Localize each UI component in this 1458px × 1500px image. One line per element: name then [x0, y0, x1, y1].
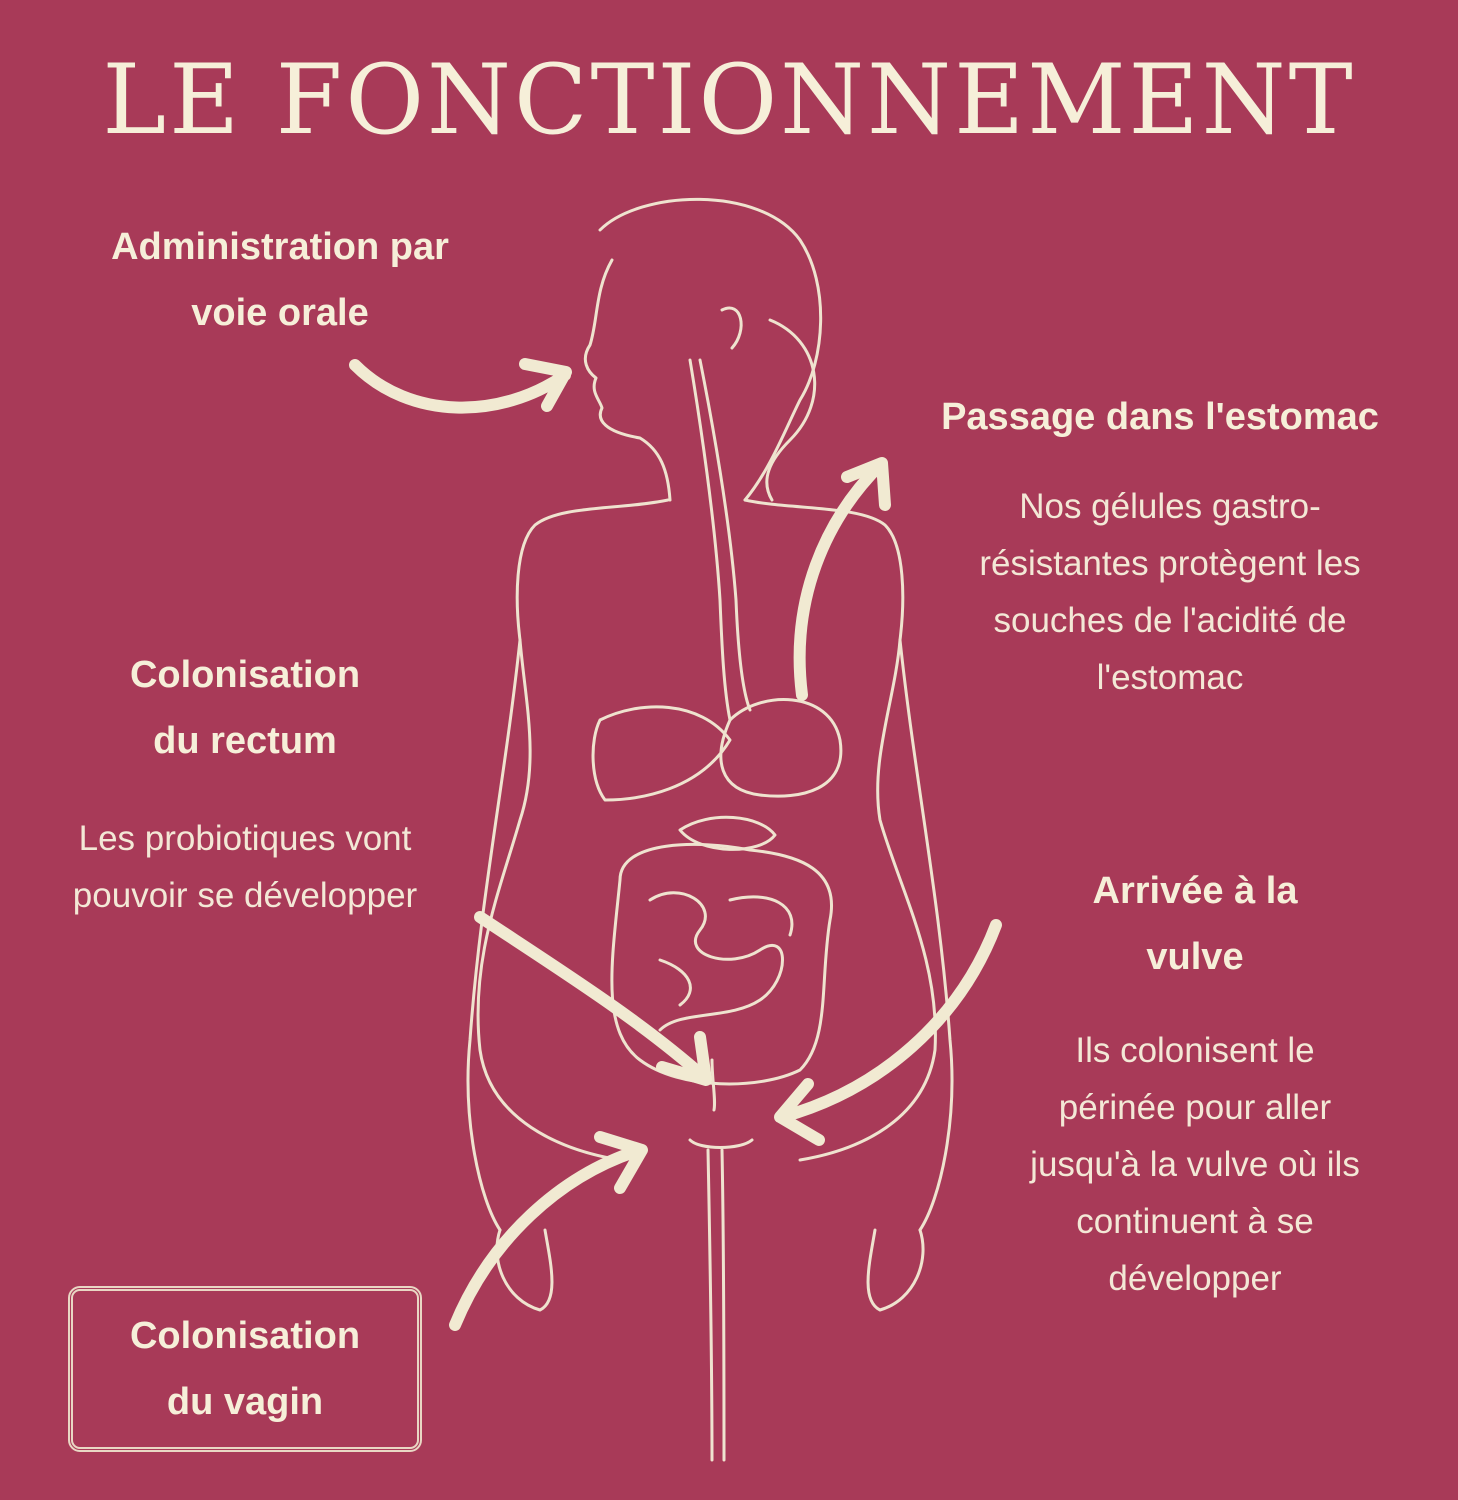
small-intestine — [648, 891, 794, 1032]
neck-shoulder-left — [515, 498, 670, 642]
neck-shoulder-right — [743, 498, 905, 642]
large-intestine — [610, 842, 833, 1086]
arrow-stomach-icon — [793, 457, 891, 701]
face-profile — [583, 258, 672, 502]
step-vagina-box: Colonisation du vagin — [68, 1286, 422, 1452]
step-oral-heading: Administration par voie orale — [111, 226, 449, 334]
arm-right — [898, 638, 954, 1232]
step-rectum-heading: Colonisation du rectum — [129, 654, 361, 762]
step-stomach-text: Nos gélules gastro- résistantes protègen… — [979, 487, 1361, 697]
hair-bun — [765, 318, 817, 502]
step-rectum-text: Les probiotiques vont pouvoir se dévelop… — [72, 819, 418, 915]
leg-inner-left — [706, 1148, 714, 1462]
torso-right — [798, 638, 937, 1162]
step-vagina-heading: Colonisation du vagin — [129, 1315, 361, 1423]
torso-left — [476, 638, 622, 1162]
liver — [591, 705, 732, 802]
step-vulva-heading: Arrivée à la vulve — [1092, 870, 1298, 978]
arrow-rectum-icon — [474, 911, 712, 1086]
step-stomach-heading: Passage dans l'estomac — [941, 396, 1379, 438]
step-vulva-text: Ils colonisent le périnée pour aller jus… — [1030, 1031, 1360, 1298]
arrow-oral-icon — [349, 358, 572, 414]
arrow-vagina-icon — [449, 1131, 648, 1331]
rectum — [710, 1058, 717, 1112]
arrow-vulva-icon — [774, 919, 1002, 1146]
pelvis — [688, 1138, 754, 1149]
ear — [720, 306, 743, 350]
head-outline — [598, 197, 823, 502]
hand-right — [866, 1228, 925, 1312]
arm-left — [466, 638, 522, 1232]
page-title: LE FONCTIONNEMENT — [102, 44, 1356, 156]
esophagus — [688, 358, 732, 722]
stomach — [719, 698, 843, 798]
leg-inner-right — [720, 1148, 726, 1462]
